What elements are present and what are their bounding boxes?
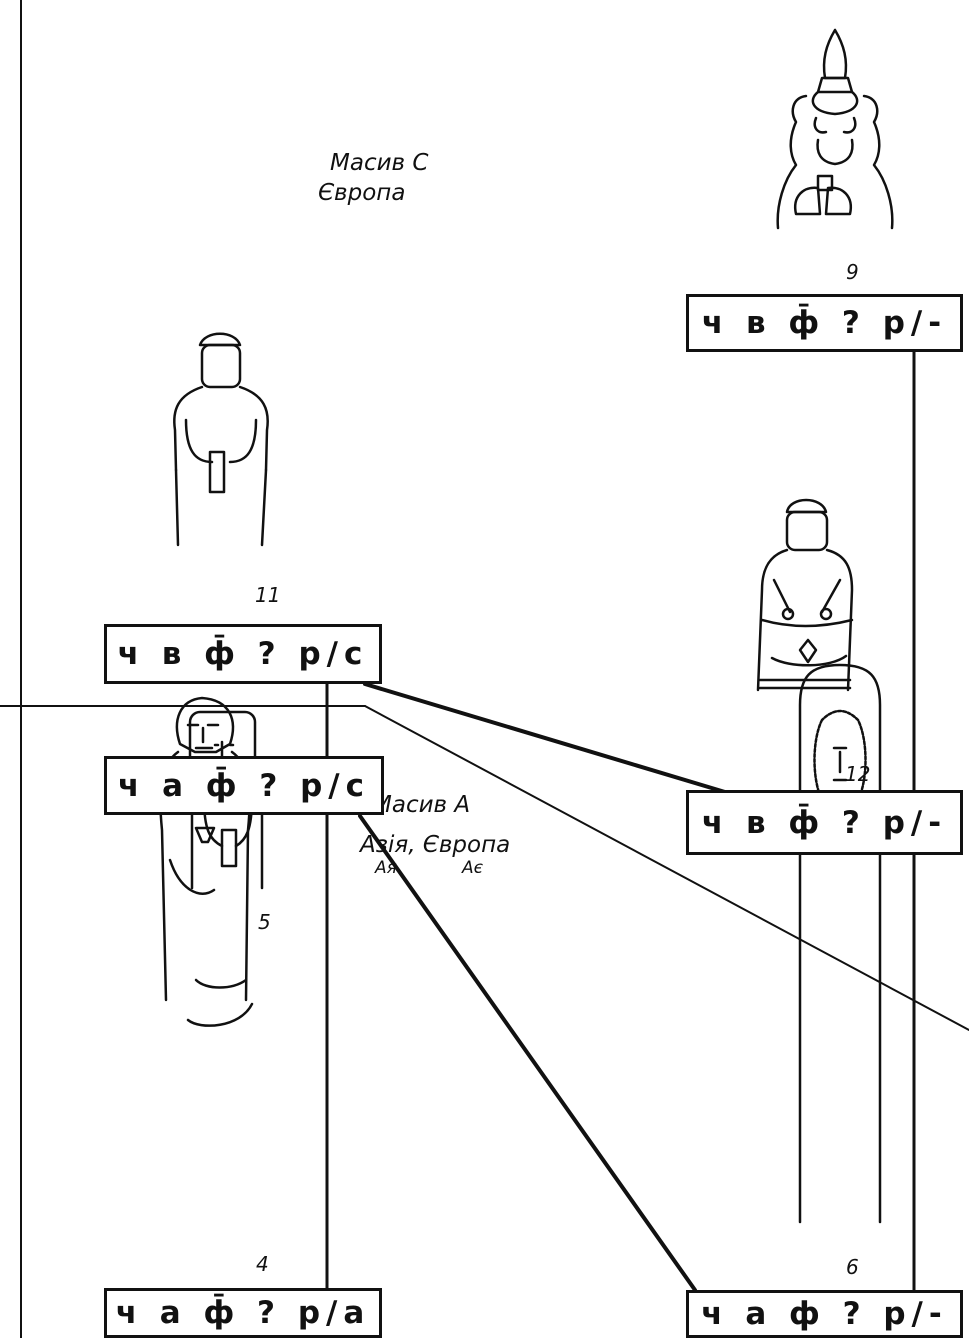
connector-5-6 bbox=[358, 814, 697, 1292]
node-number-4: 4 bbox=[256, 1252, 269, 1276]
node-box-5: ч а ф̄ ? р/с bbox=[104, 756, 384, 815]
massif-c-area: Європа bbox=[318, 180, 406, 206]
statue-figure-11-icon bbox=[173, 332, 269, 547]
node-number-11: 11 bbox=[255, 583, 281, 607]
node-box-12: ч в ф̄ ? р/- bbox=[686, 790, 963, 855]
node-box-6: ч а ф ? р/- bbox=[686, 1290, 963, 1338]
node-number-5: 5 bbox=[258, 910, 271, 934]
node-box-11: ч в ф̄ ? р/с bbox=[104, 624, 382, 684]
massif-a-sub-left: Aя bbox=[375, 858, 397, 878]
region-divider-diagonal bbox=[364, 705, 969, 1031]
node-box-4: ч а ф̄ ? р/а bbox=[104, 1288, 382, 1338]
node-number-12: 12 bbox=[845, 762, 871, 786]
statue-figure-9-icon bbox=[776, 28, 894, 230]
node-number-9: 9 bbox=[846, 260, 859, 284]
statue-figure-4-icon bbox=[159, 696, 254, 1027]
massif-c-title: Масив С bbox=[330, 150, 429, 176]
massif-a-sub-right: Aє bbox=[462, 858, 483, 878]
connector-11-12 bbox=[363, 682, 727, 794]
node-box-9: ч в ф̄ ? р/- bbox=[686, 294, 963, 352]
node-number-6: 6 bbox=[846, 1255, 859, 1279]
massif-a-title: Масив А bbox=[372, 792, 471, 818]
statue-figure-6-icon bbox=[796, 663, 886, 1224]
massif-a-area: Азія, Європа bbox=[360, 832, 511, 858]
statue-figure-12-icon bbox=[756, 498, 854, 692]
